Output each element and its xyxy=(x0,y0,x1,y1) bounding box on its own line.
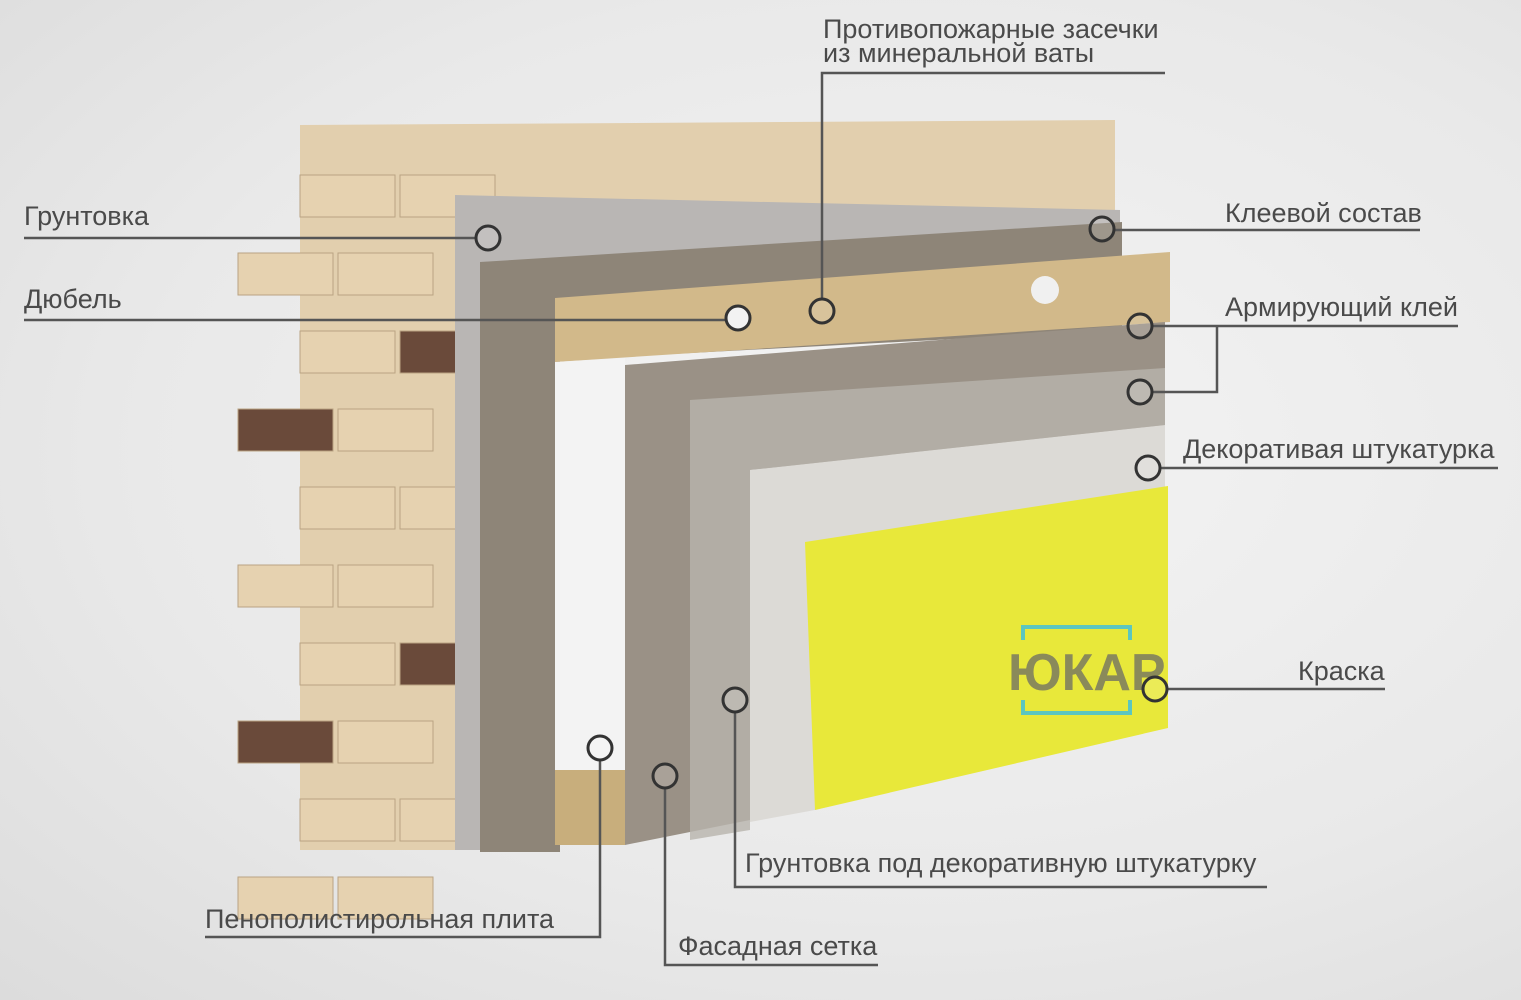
callout-paint: Краска xyxy=(1141,656,1386,703)
brick xyxy=(237,408,334,452)
brick xyxy=(337,564,434,608)
logo-text: ЮКАР xyxy=(1008,644,1166,702)
callout-primer-for-plaster: Грунтовка под декоративную штукатурку xyxy=(721,686,1267,889)
callout-eps-board: Пенополистирольная плита xyxy=(205,734,614,939)
mineral-wool-firebreak xyxy=(555,252,1170,362)
mineral-wool-firebreak-bottom xyxy=(555,768,625,845)
callout-fire-breaks: Противопожарные засечки из минеральной в… xyxy=(808,14,1165,325)
label-fire-breaks-1: Противопожарные засечки xyxy=(823,14,1159,44)
facade-mesh xyxy=(690,368,1165,840)
callout-adhesive: Клеевой состав xyxy=(1088,198,1422,243)
brick xyxy=(337,876,434,920)
brick xyxy=(299,174,396,218)
brick xyxy=(299,642,396,686)
brick xyxy=(237,252,334,296)
dowel-icon xyxy=(726,306,750,330)
callout-decorative-plaster: Декоративая штукатурка xyxy=(1134,434,1498,482)
callout-primer: Грунтовка xyxy=(24,201,502,252)
brick xyxy=(237,876,334,920)
label-primer: Грунтовка xyxy=(24,201,150,231)
label-dowel: Дюбель xyxy=(24,284,122,314)
label-adhesive: Клеевой состав xyxy=(1225,198,1422,228)
label-facade-mesh: Фасадная сетка xyxy=(678,931,878,961)
label-paint: Краска xyxy=(1298,656,1386,686)
label-eps-board: Пенополистирольная плита xyxy=(205,904,555,934)
dowel-icon xyxy=(1031,276,1059,304)
label-primer-for-plaster: Грунтовка под декоративную штукатурку xyxy=(745,848,1257,878)
callout-facade-mesh: Фасадная сетка xyxy=(651,762,878,967)
callout-reinforcing-adhesive: Армирующий клей xyxy=(1126,292,1458,406)
brick xyxy=(299,798,396,842)
label-decorative-plaster: Декоративая штукатурка xyxy=(1183,434,1495,464)
brick xyxy=(299,486,396,530)
callout-dowel: Дюбель xyxy=(24,284,752,332)
label-fire-breaks-2: из минеральной ваты xyxy=(823,38,1094,68)
paint-layer xyxy=(805,486,1168,810)
label-reinforcing-adhesive: Армирующий клей xyxy=(1225,292,1458,322)
brick xyxy=(299,330,396,374)
brick xyxy=(337,252,434,296)
brick xyxy=(237,720,334,764)
brick xyxy=(337,720,434,764)
eps-board xyxy=(555,358,625,770)
brick xyxy=(237,564,334,608)
logo: ЮКАР xyxy=(1008,625,1166,715)
brick xyxy=(337,408,434,452)
